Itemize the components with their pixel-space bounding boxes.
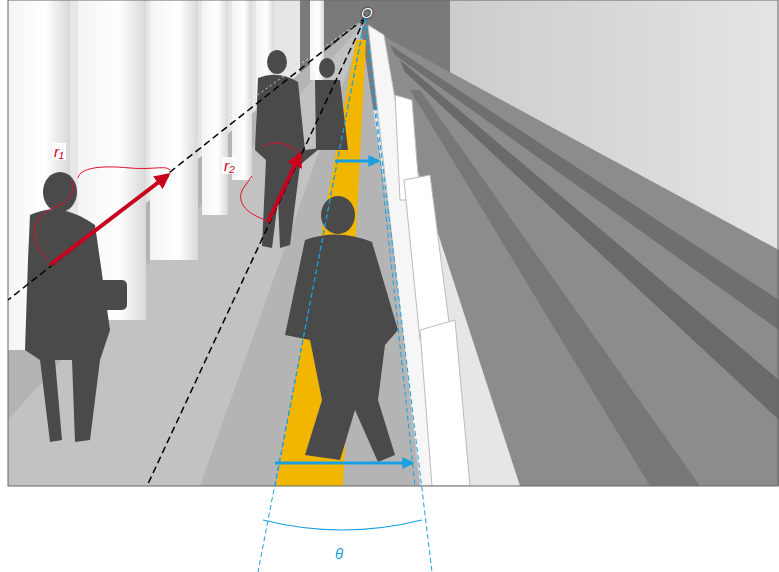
perspective-lines [8, 18, 365, 486]
red-vectors [34, 143, 300, 265]
radius-label: r₁ [52, 143, 66, 160]
radius-label: r₂ [222, 157, 237, 174]
origin-label: O [359, 4, 375, 21]
scene [8, 0, 779, 486]
angle-label: θ [333, 545, 345, 562]
blue-angle [258, 18, 432, 572]
